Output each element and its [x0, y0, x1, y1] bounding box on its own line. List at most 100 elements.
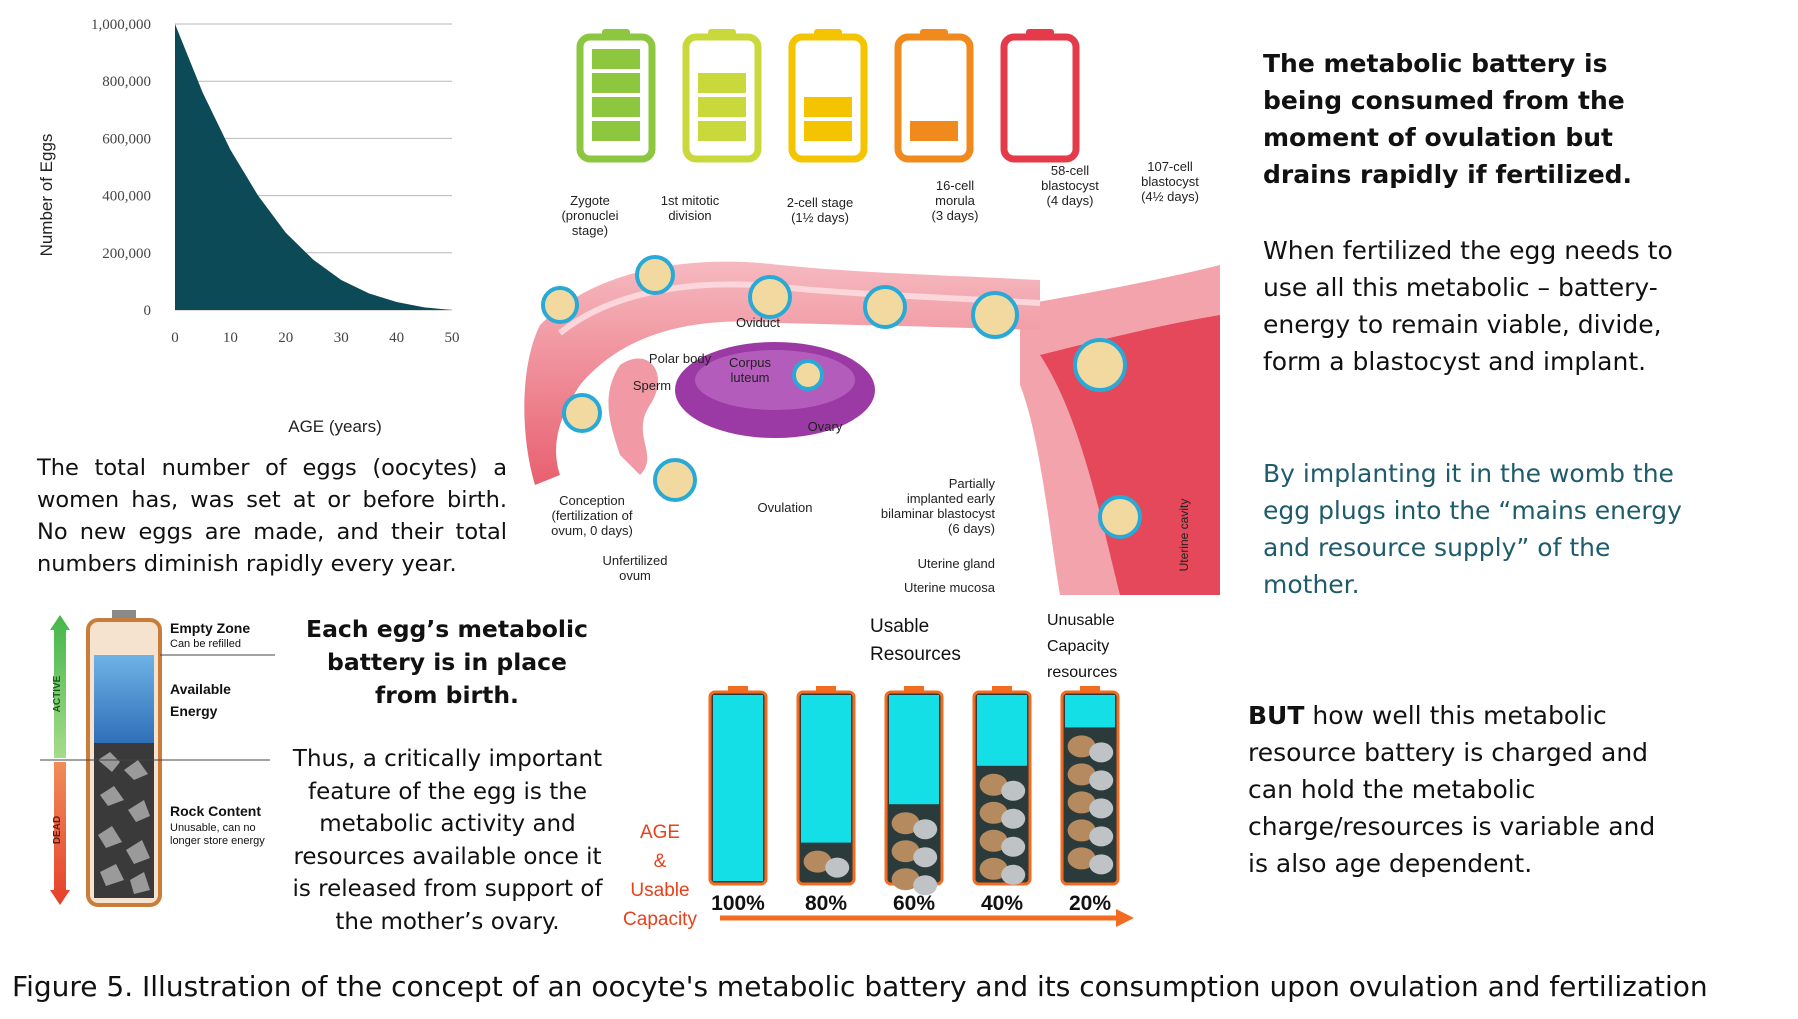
- fertilized-paragraph: When fertilized the egg needs to use all…: [1263, 236, 1673, 376]
- rock-blob: [891, 840, 920, 863]
- capacity-percent-label: 100%: [711, 892, 765, 915]
- rock-blob: [1067, 847, 1096, 870]
- battery-2: [788, 29, 868, 163]
- morula-cell: [863, 285, 907, 329]
- partial-blastocyst-cell: [1098, 495, 1142, 539]
- empty-zone-subtitle: Can be refilled: [170, 638, 241, 650]
- chart-y-label: Number of Eggs: [37, 134, 56, 257]
- chart-x-tick-label: 40: [389, 330, 404, 346]
- rock-blob: [1089, 826, 1114, 847]
- label-uterine-mucosa: Uterine mucosa: [904, 580, 996, 595]
- implant-paragraph: By implanting it in the womb the egg plu…: [1263, 459, 1682, 599]
- oviduct-tube: [524, 261, 1040, 485]
- rock-blob: [1001, 836, 1026, 857]
- battery-drain-sequence: [576, 29, 1080, 163]
- egg-battery-body: Thus, a critically important feature of …: [292, 746, 603, 935]
- fimbriae: [608, 358, 659, 475]
- metabolic-battery-heading: The metabolic battery is being consumed …: [1263, 49, 1633, 189]
- battery-cell: [698, 121, 746, 141]
- rock-blob: [979, 801, 1008, 824]
- rock-blob: [1089, 770, 1114, 791]
- capacity-percent-label: 60%: [893, 892, 935, 915]
- mitotic-cell: [635, 255, 675, 295]
- battery-energy: [94, 655, 154, 743]
- rock-blob: [1089, 798, 1114, 819]
- but-emphasis: BUT: [1248, 701, 1305, 730]
- capacity-percent-label: 40%: [981, 892, 1023, 915]
- label-sperm: Sperm: [633, 378, 671, 393]
- usable-fill: [1065, 695, 1115, 728]
- rock-blob: [979, 829, 1008, 852]
- battery-cell: [592, 73, 640, 93]
- ovary-highlight: [695, 350, 855, 410]
- ovary-follicle: [792, 359, 824, 391]
- battery-cell: [698, 97, 746, 117]
- rock-blob: [1067, 791, 1096, 814]
- capacity-bars: 100% 80% 60% 40% 20%: [708, 686, 1120, 915]
- rock-blob: [891, 812, 920, 835]
- battery-cell: [592, 49, 640, 69]
- rock-blob: [825, 857, 850, 878]
- rock-blob: [891, 868, 920, 891]
- egg-battery-heading: Each egg’s metabolic battery is in place…: [306, 615, 588, 709]
- rock-blob: [1001, 780, 1026, 801]
- rock-blob: [1001, 808, 1026, 829]
- rock-blob: [913, 875, 938, 896]
- label-polar-body: Polar body: [649, 351, 712, 366]
- usable-fill: [713, 695, 763, 881]
- dead-arrow: [50, 762, 70, 905]
- label-ovary: Ovary: [808, 419, 843, 434]
- capacity-bar: 60%: [884, 686, 944, 915]
- battery-4: [1000, 29, 1080, 163]
- rock-content-title: Rock Content: [170, 803, 261, 819]
- capacity-bar: 100%: [708, 686, 768, 915]
- chart-y-tick-label: 1,000,000: [91, 17, 151, 33]
- capacity-percent-label: 80%: [805, 892, 847, 915]
- capacity-bar: 20%: [1060, 686, 1120, 915]
- battery-cell: [698, 73, 746, 93]
- rock-blob: [913, 847, 938, 868]
- label-uterine-cavity: Uterine cavity: [1177, 499, 1191, 572]
- chart-x-tick-label: 0: [171, 330, 179, 346]
- rock-blob: [1067, 763, 1096, 786]
- chart-y-tick-label: 800,000: [102, 74, 151, 90]
- rock-blob: [1089, 854, 1114, 875]
- rock-blob: [979, 857, 1008, 880]
- chart-x-tick-label: 20: [278, 330, 293, 346]
- battery-terminal: [112, 610, 136, 620]
- rock-blob: [913, 819, 938, 840]
- rock-pieces: [98, 752, 150, 894]
- egg-count-caption: The total number of eggs (oocytes) a wom…: [37, 455, 507, 577]
- figure-caption: Figure 5. Illustration of the concept of…: [12, 970, 1708, 1003]
- capacity-percent-label: 20%: [1069, 892, 1111, 915]
- battery-3: [894, 29, 974, 163]
- usable-fill: [977, 695, 1027, 766]
- usable-fill: [889, 695, 939, 805]
- age-dependence-paragraph: BUT how well this metabolic resource bat…: [1248, 697, 1668, 882]
- active-arrow: [50, 615, 70, 758]
- chart-area: [175, 24, 452, 310]
- embryo-cells: [541, 255, 1142, 539]
- rock-blob: [1001, 864, 1026, 885]
- chart-x-tick-label: 10: [223, 330, 238, 346]
- unfertilized-ovum: [653, 458, 697, 502]
- chart-y-tick-label: 200,000: [102, 246, 151, 262]
- chart-x-tick-label: 30: [334, 330, 349, 346]
- active-label: ACTIVE: [52, 675, 63, 712]
- chart-y-tick-label: 400,000: [102, 189, 151, 205]
- rock-content-battery: ACTIVE DEAD Empty Zone Can be refilled A…: [40, 610, 275, 907]
